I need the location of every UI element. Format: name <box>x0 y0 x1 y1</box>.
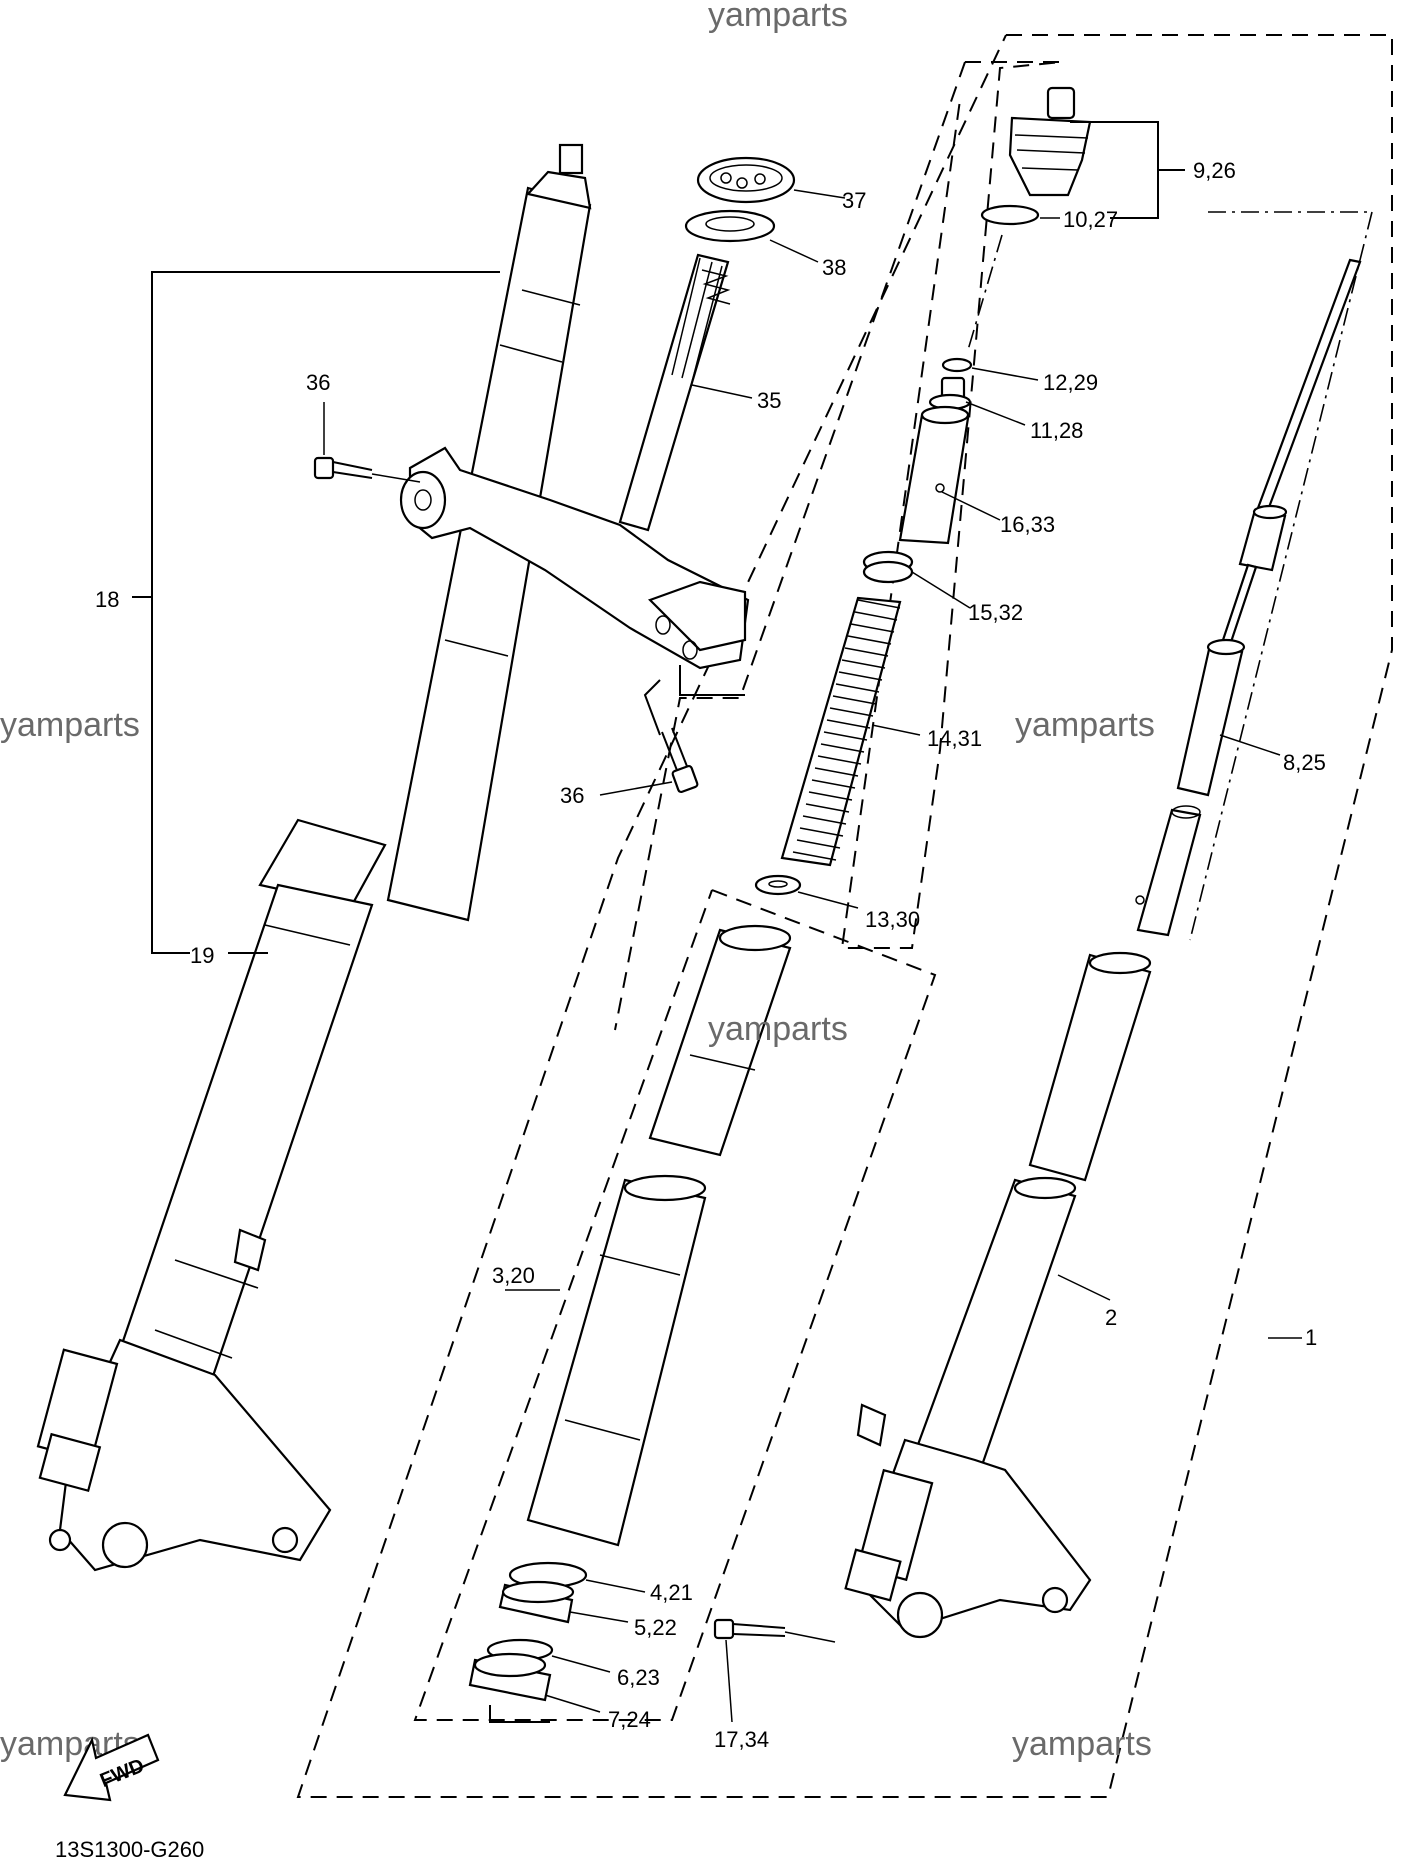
under-bracket-35-leader <box>679 384 753 696</box>
oil-seal-5-22 <box>498 1580 629 1624</box>
callout-13-30: 13,30 <box>865 907 920 932</box>
outer-tube-3-20 <box>505 924 792 1547</box>
watermark-bottom-right: yamparts <box>1012 1725 1152 1763</box>
callout-7-24: 7,24 <box>608 1707 651 1732</box>
diagram-code: 13S1300-G260 <box>55 1837 204 1862</box>
callout-5-22: 5,22 <box>634 1615 677 1640</box>
callout-36-upper: 36 <box>306 370 330 395</box>
watermark-left: yamparts <box>0 706 140 744</box>
under-bracket-35 <box>399 253 750 670</box>
callout-38: 38 <box>822 255 846 280</box>
damper-rod-8-25 <box>1135 211 1373 941</box>
nut-11-28 <box>928 376 1026 426</box>
callout-3-20: 3,20 <box>492 1263 535 1288</box>
callout-2: 2 <box>1105 1305 1117 1330</box>
collar-16-33 <box>898 405 1001 545</box>
callout-16-33: 16,33 <box>1000 512 1055 537</box>
callout-12-29: 12,29 <box>1043 370 1098 395</box>
callout-36-lower: 36 <box>560 783 584 808</box>
watermarks: yamparts yamparts yamparts yamparts yamp… <box>0 0 1155 1763</box>
callout-15-32: 15,32 <box>968 600 1023 625</box>
callout-19: 19 <box>190 943 214 968</box>
left-fork-assembly <box>36 143 592 1572</box>
callout-8-25: 8,25 <box>1283 750 1326 775</box>
oring-10-27 <box>980 204 1040 226</box>
assembly-outline-3-20 <box>413 889 937 1721</box>
left-fork-callout-brackets <box>132 271 500 954</box>
washer-13-30 <box>754 874 859 909</box>
cap-7-24 <box>468 1652 601 1723</box>
assembly-outline-1 <box>296 34 1393 1798</box>
washer-12-29 <box>941 357 1039 381</box>
callout-6-23: 6,23 <box>617 1665 660 1690</box>
inner-tube-2 <box>844 951 1152 1639</box>
watermark-top: yamparts <box>708 0 848 34</box>
bolt-17-34 <box>713 1618 836 1723</box>
callout-11-28: 11,28 <box>1030 418 1083 443</box>
callout-35: 35 <box>757 388 781 413</box>
callout-1: 1 <box>1305 1325 1317 1350</box>
spring-seat-15-32 <box>862 550 971 609</box>
callout-9-26: 9,26 <box>1193 158 1236 183</box>
watermark-center: yamparts <box>708 1010 848 1048</box>
bracket-9-26-10-27 <box>967 121 1185 351</box>
callout-labels: 1 2 3,20 4,21 5,22 6,23 7,24 8,25 9,26 1… <box>95 158 1326 1752</box>
spring-14-31 <box>780 596 921 867</box>
bolt-36-upper <box>313 402 421 483</box>
assembly-outline-inner-kit <box>614 61 1063 1031</box>
callout-10-27: 10,27 <box>1063 207 1118 232</box>
damper-cap-9-26 <box>1008 86 1092 197</box>
callout-37: 37 <box>842 188 866 213</box>
seal-38 <box>684 209 819 263</box>
bearing-37 <box>696 156 846 204</box>
callout-17-34: 17,34 <box>714 1727 769 1752</box>
callout-18: 18 <box>95 587 119 612</box>
callout-4-21: 4,21 <box>650 1580 693 1605</box>
callout-14-31: 14,31 <box>927 726 982 751</box>
watermark-mid-right: yamparts <box>1015 706 1155 744</box>
bolt-36-lower <box>599 679 699 796</box>
